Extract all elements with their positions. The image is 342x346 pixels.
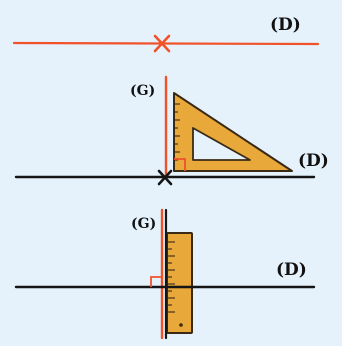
panel-2: (G) (D) bbox=[14, 75, 329, 186]
panel-3: (G) (D) bbox=[14, 208, 316, 340]
label-d: (D) bbox=[270, 15, 301, 35]
right-angle-mark bbox=[174, 158, 186, 171]
label-g: (G) bbox=[130, 83, 155, 99]
point-cross-marker bbox=[153, 34, 171, 53]
label-g: (G) bbox=[131, 216, 156, 232]
label-d: (D) bbox=[298, 151, 329, 171]
label-d: (D) bbox=[276, 260, 307, 280]
set-square-icon bbox=[173, 92, 293, 172]
point-cross-marker bbox=[157, 169, 173, 186]
ruler-icon bbox=[166, 232, 193, 334]
right-angle-mark bbox=[150, 276, 162, 287]
line-d-orange bbox=[12, 41, 320, 46]
panel-1: (D) bbox=[12, 15, 320, 53]
